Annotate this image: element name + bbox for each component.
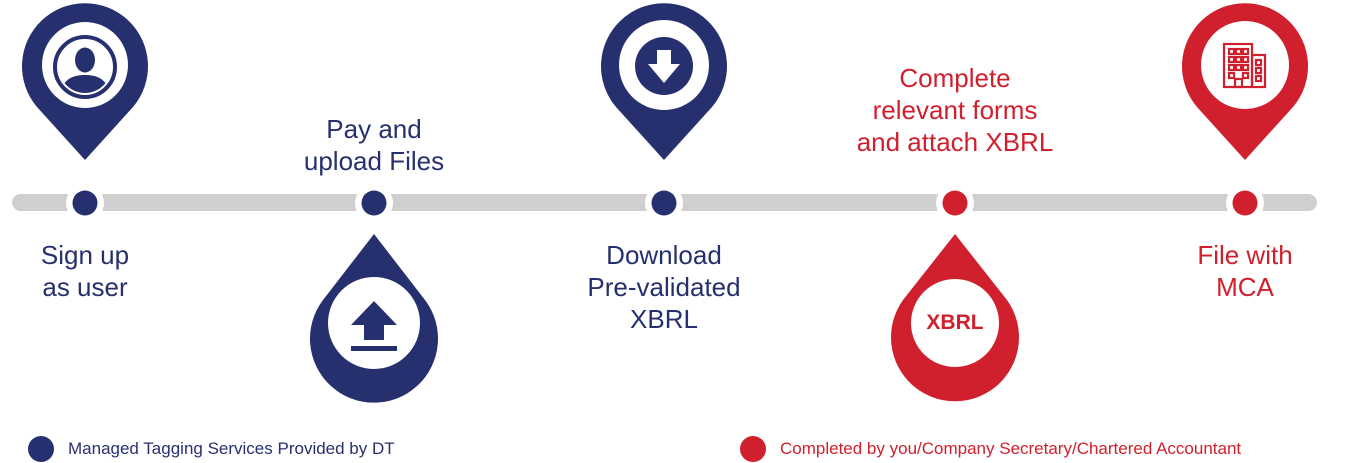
legend-you-label: Completed by you/Company Secretary/Chart… [780, 439, 1242, 458]
legend-dt-label: Managed Tagging Services Provided by DT [68, 439, 395, 458]
step-node-5 [1226, 184, 1264, 222]
building-icon [1222, 42, 1267, 89]
xbrl-badge: XBRL [926, 311, 984, 334]
pin-xbrl [890, 234, 1019, 402]
step-node-4 [936, 184, 974, 222]
legend-dt-swatch [28, 436, 54, 462]
upload-icon [351, 301, 397, 351]
legend-dt: Managed Tagging Services Provided by DT [28, 436, 395, 462]
pin-download [601, 3, 727, 160]
step-node-1 [66, 184, 104, 222]
download-icon [635, 37, 693, 95]
step-node-2 [355, 184, 393, 222]
pin-upload [310, 234, 438, 403]
pin-sign-up [22, 3, 149, 161]
legend-you-swatch [740, 436, 766, 462]
step-node-3 [645, 184, 683, 222]
pin-file-mca [1182, 3, 1309, 161]
legend-you: Completed by you/Company Secretary/Chart… [740, 436, 1241, 462]
